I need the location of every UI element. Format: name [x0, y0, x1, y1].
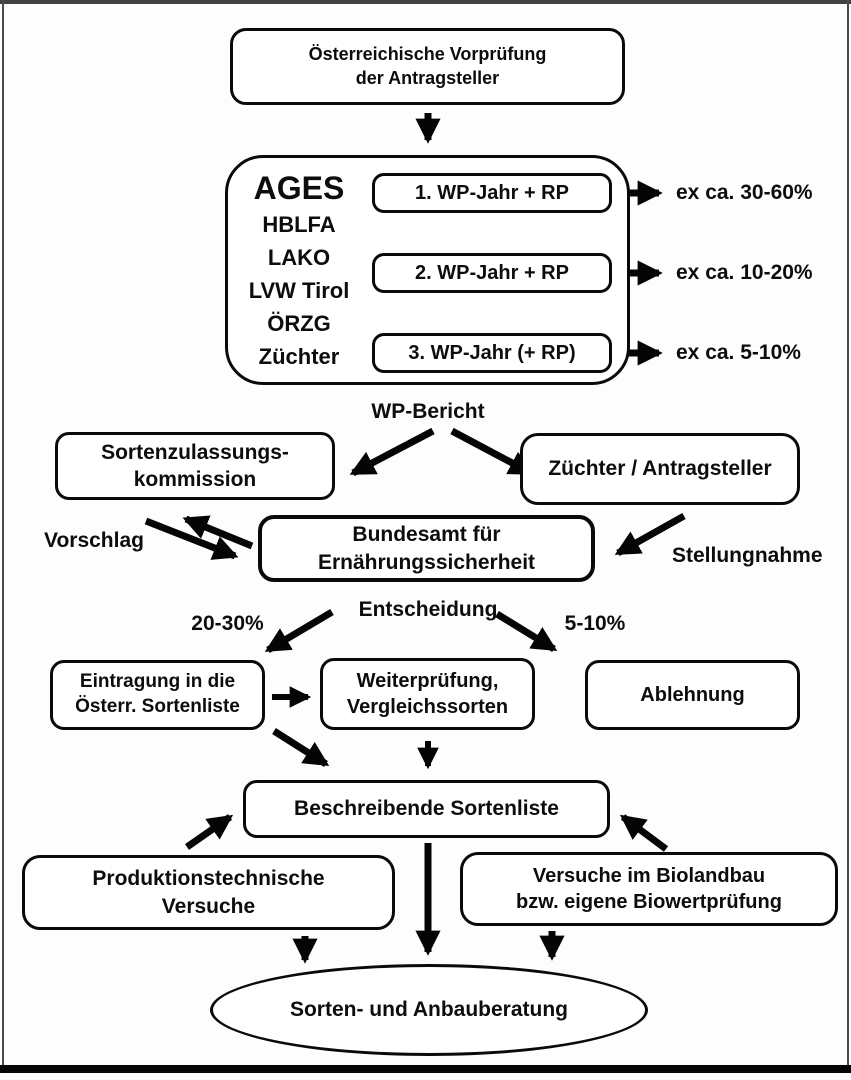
node-kommission: Sortenzulassungs- kommission	[55, 432, 335, 500]
frame-left-border	[2, 0, 4, 1071]
node-produktionstechnische-versuche: Produktionstechnische Versuche	[22, 855, 395, 930]
node-ablehnung: Ablehnung	[585, 660, 800, 730]
exit-rate-label-3: ex ca. 5-10%	[676, 341, 801, 364]
exit-rate-label-2: ex ca. 10-20%	[676, 261, 813, 284]
arrow-entscheidung-to-eintragung	[264, 608, 334, 654]
arrow-vorschlag-up	[182, 515, 254, 550]
agency-member: AGES	[253, 170, 345, 206]
node-zuechter-antragsteller: Züchter / Antragsteller	[520, 433, 800, 505]
node-stage-1: 1. WP-Jahr + RP	[372, 173, 612, 213]
node-versuche-biolandbau: Versuche im Biolandbau bzw. eigene Biowe…	[460, 852, 838, 926]
exit-rate-label-1: ex ca. 30-60%	[676, 181, 813, 204]
arrow-wpbericht-to-kommission	[349, 427, 435, 477]
node-sorten-anbauberatung: Sorten- und Anbauberatung	[210, 964, 648, 1056]
agency-member: LVW Tirol	[248, 278, 350, 303]
node-vorpruefung: Österreichische Vorprüfung der Antragste…	[230, 28, 625, 105]
arrow-bio-to-sortenliste	[619, 814, 669, 852]
frame-top-border	[0, 0, 851, 4]
wp-bericht-label: WP-Bericht	[371, 400, 485, 423]
node-beschreibende-sortenliste: Beschreibende Sortenliste	[243, 780, 610, 838]
arrow-eintragung-to-sortenliste	[272, 728, 330, 767]
agency-member: LAKO	[267, 245, 331, 270]
vorschlag-label: Vorschlag	[44, 529, 144, 552]
stellungnahme-label: Stellungnahme	[672, 544, 823, 567]
node-weiterpruefung: Weiterprüfung, Vergleichssorten	[320, 658, 535, 730]
agency-member: Züchter	[258, 344, 340, 369]
rate-ablehnung-label: 5-10%	[564, 612, 626, 635]
node-eintragung: Eintragung in die Österr. Sortenliste	[50, 660, 265, 730]
node-stage-3: 3. WP-Jahr (+ RP)	[372, 333, 612, 373]
arrow-produktion-to-sortenliste	[184, 814, 234, 850]
frame-right-border	[847, 0, 849, 1071]
entscheidung-label: Entscheidung	[358, 598, 498, 621]
agency-member: HBLFA	[262, 212, 336, 237]
rate-eintragung-label: 20-30%	[191, 612, 264, 635]
node-bundesamt: Bundesamt für Ernährungssicherheit	[258, 515, 595, 582]
node-stage-2: 2. WP-Jahr + RP	[372, 253, 612, 293]
frame-bottom-border	[0, 1065, 851, 1073]
agency-member: ÖRZG	[267, 311, 331, 336]
agency-member-list: AGES HBLFA LAKO LVW Tirol ÖRZG Züchter	[233, 168, 365, 373]
